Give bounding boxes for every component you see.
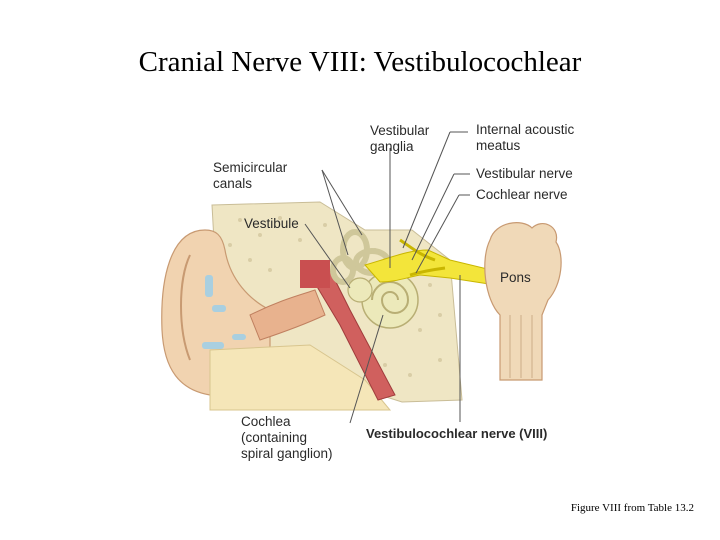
- label-cochlear-nerve: Cochlear nerve: [476, 187, 568, 202]
- label-pons: Pons: [500, 270, 531, 285]
- pons-shape: [484, 222, 562, 381]
- ear-anatomy-figure: Vestibular ganglia Internal acoustic mea…: [150, 110, 590, 470]
- ear-canal: [249, 289, 326, 341]
- label-vestibular-nerve: Vestibular nerve: [476, 166, 573, 181]
- leader-lines: [304, 131, 470, 424]
- cartilage-marks: [202, 275, 246, 349]
- vestibule-shape: [347, 277, 373, 303]
- label-semicircular-canals: Semicircular canals: [213, 160, 288, 191]
- label-vestibular-ganglia: Vestibular ganglia: [370, 123, 430, 154]
- cochlea-shape: [361, 271, 419, 329]
- label-internal-acoustic-meatus: Internal acoustic meatus: [476, 122, 575, 153]
- brainstem-lines: [509, 315, 533, 378]
- tympanic-cavity: [300, 260, 330, 288]
- ear-illustration: [161, 131, 562, 424]
- label-vestibulocochlear-nerve: Vestibulocochlear nerve (VIII): [366, 426, 548, 441]
- slide-title: Cranial Nerve VIII: Vestibulocochlear: [138, 46, 582, 78]
- label-cochlea: Cochlea (containing spiral ganglion): [241, 414, 333, 461]
- figure-caption: Figure VIII from Table 13.2: [570, 502, 694, 514]
- auricle-fold: [180, 254, 191, 361]
- label-vestibule: Vestibule: [244, 216, 299, 231]
